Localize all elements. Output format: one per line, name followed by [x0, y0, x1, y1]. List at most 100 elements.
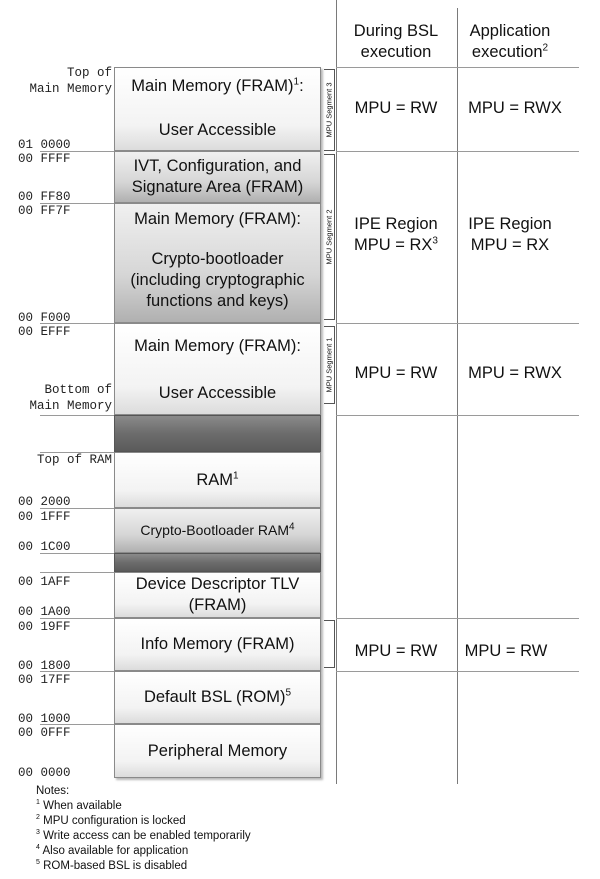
mpu-segment-3-bracket: MPU Segment 3 [324, 69, 335, 151]
block-unused-gap-small [114, 553, 321, 572]
address-010000: 01 0000 [18, 138, 71, 152]
address-001A00: 00 1A00 [18, 605, 71, 619]
boundary-001AFF [40, 572, 115, 573]
perm-seg2-bsl-footnote: 3 [432, 235, 438, 247]
block-crypto-ram-footnote: 4 [289, 521, 295, 533]
note-4-text: Also available for application [42, 845, 189, 857]
table-line-seg1-bottom [336, 415, 579, 416]
address-0017FF: 00 17FF [18, 673, 71, 687]
boundary-001C00 [40, 553, 115, 554]
perm-seg1-bsl: MPU = RW [354, 364, 438, 382]
perm-seg2-bsl: IPE Region MPU = RX3 [344, 214, 448, 256]
note-item: 2 MPU configuration is locked [36, 814, 251, 829]
block-tlv-line-1: Device Descriptor TLV [135, 575, 300, 593]
note-2-number: 2 [36, 814, 40, 822]
header-bsl-text: During BSL execution [353, 22, 439, 61]
block-main-memory-lower: Main Memory (FRAM): User Accessible [114, 323, 321, 415]
header-app-footnote: 2 [542, 42, 549, 54]
block-main-memory-upper: Main Memory (FRAM)1: User Accessible [114, 67, 321, 151]
perm-seg2-bsl-line-1: IPE Region [354, 215, 438, 233]
note-2-text: MPU configuration is locked [43, 815, 186, 827]
boundary-ram-top [40, 452, 115, 453]
perm-seg2-app-line-1: IPE Region [468, 215, 552, 233]
block-unused-gap [114, 415, 321, 452]
boundary-001000 [40, 724, 115, 725]
note-4-number: 4 [36, 844, 40, 852]
address-000FFF: 00 0FFF [18, 726, 71, 740]
address-00FFFF: 00 FFFF [18, 152, 71, 166]
address-000000: 00 0000 [18, 766, 71, 780]
perm-seg3-app: MPU = RWX [468, 99, 562, 117]
block-crypto-line-3: (including cryptographic [130, 271, 305, 289]
note-item: 1 When available [36, 799, 251, 814]
block-main-memory-lower-title: Main Memory (FRAM): [134, 337, 301, 355]
table-line-seg3-bottom [336, 151, 579, 152]
block-ivt-config-signature: IVT, Configuration, and Signature Area (… [114, 151, 321, 203]
perm-seg3-bsl: MPU = RW [354, 99, 438, 117]
info-memory-bracket [324, 620, 335, 668]
perm-seg2-app-line-2: MPU = RX [470, 236, 550, 254]
address-00FF80: 00 FF80 [18, 190, 71, 204]
table-line-header [336, 67, 579, 68]
block-default-bsl: Default BSL (ROM)5 [114, 671, 321, 724]
mpu-segment-1-bracket: MPU Segment 1 [324, 326, 335, 404]
note-3-text: Write access can be enabled temporarily [43, 830, 251, 842]
header-app-text: Application execution [469, 22, 551, 61]
perm-info-bsl: MPU = RW [354, 642, 438, 660]
boundary-00F000 [40, 323, 115, 324]
boundary-00FF80 [40, 203, 115, 204]
block-ram-footnote: 1 [233, 470, 239, 481]
block-ivt-line-2: Signature Area (FRAM) [131, 178, 304, 196]
address-001800: 00 1800 [18, 659, 71, 673]
block-info-label: Info Memory (FRAM) [140, 635, 295, 653]
address-top-main-2: Main Memory [29, 82, 112, 96]
column-divider-middle [457, 8, 458, 784]
block-peripheral-memory: Peripheral Memory [114, 724, 321, 778]
address-top-main-1: Top of [66, 66, 112, 80]
perm-seg2-bsl-line-2: MPU = RX3 [344, 235, 448, 256]
address-bottom-main-2: Main Memory [29, 399, 112, 413]
mpu-segment-2-label: MPU Segment 2 [324, 209, 334, 265]
note-5-number: 5 [36, 859, 40, 867]
address-001FFF: 00 1FFF [18, 510, 71, 524]
block-main-memory-upper-title: Main Memory (FRAM)1: [131, 76, 303, 97]
block-periph-label: Peripheral Memory [147, 741, 288, 760]
table-line-info-bottom [336, 671, 579, 672]
table-line-info-top [336, 618, 579, 619]
table-line-seg2-bottom [336, 323, 579, 324]
block-main-memory-lower-subtitle: User Accessible [158, 384, 277, 402]
block-crypto-line-4: functions and keys) [146, 292, 289, 310]
address-0019FF: 00 19FF [18, 620, 71, 634]
block-main-memory-upper-footnote: 1 [293, 76, 300, 88]
block-main-memory-upper-label: Main Memory (FRAM) [131, 77, 294, 95]
note-item: 4 Also available for application [36, 844, 251, 859]
header-bsl-execution: During BSL execution [344, 21, 448, 63]
boundary-main-bottom [40, 415, 115, 416]
column-divider-left [336, 0, 337, 784]
boundary-002000 [40, 508, 115, 509]
notes-section: Notes: 1 When available 2 MPU configurat… [36, 784, 251, 874]
block-ram-label: RAM [196, 470, 234, 489]
block-device-descriptor-tlv: Device Descriptor TLV (FRAM) [114, 572, 321, 618]
block-bsl-footnote: 5 [285, 687, 292, 699]
address-00F000: 00 F000 [18, 311, 71, 325]
block-crypto-bootloader: Main Memory (FRAM): Crypto-bootloader (i… [114, 203, 321, 323]
block-ram: RAM1 [114, 452, 321, 508]
block-info-memory: Info Memory (FRAM) [114, 618, 321, 671]
note-item: 5 ROM-based BSL is disabled [36, 859, 251, 874]
note-item: 3 Write access can be enabled temporaril… [36, 829, 251, 844]
block-crypto-line-1: Main Memory (FRAM): [134, 210, 301, 228]
block-main-memory-upper-subtitle: User Accessible [158, 121, 277, 139]
boundary-010000 [40, 151, 115, 152]
address-001AFF: 00 1AFF [18, 575, 71, 589]
block-ivt-line-1: IVT, Configuration, and [133, 157, 302, 175]
note-3-number: 3 [36, 829, 40, 837]
mpu-segment-3-label: MPU Segment 3 [324, 82, 334, 138]
boundary-001800 [40, 671, 115, 672]
block-main-memory-upper-colon: : [299, 77, 304, 95]
mpu-segment-2-bracket: MPU Segment 2 [324, 154, 335, 320]
note-1-number: 1 [36, 799, 40, 807]
note-1-text: When available [43, 800, 122, 812]
header-application-execution: Application execution2 [456, 21, 564, 63]
address-00EFFF: 00 EFFF [18, 325, 71, 339]
